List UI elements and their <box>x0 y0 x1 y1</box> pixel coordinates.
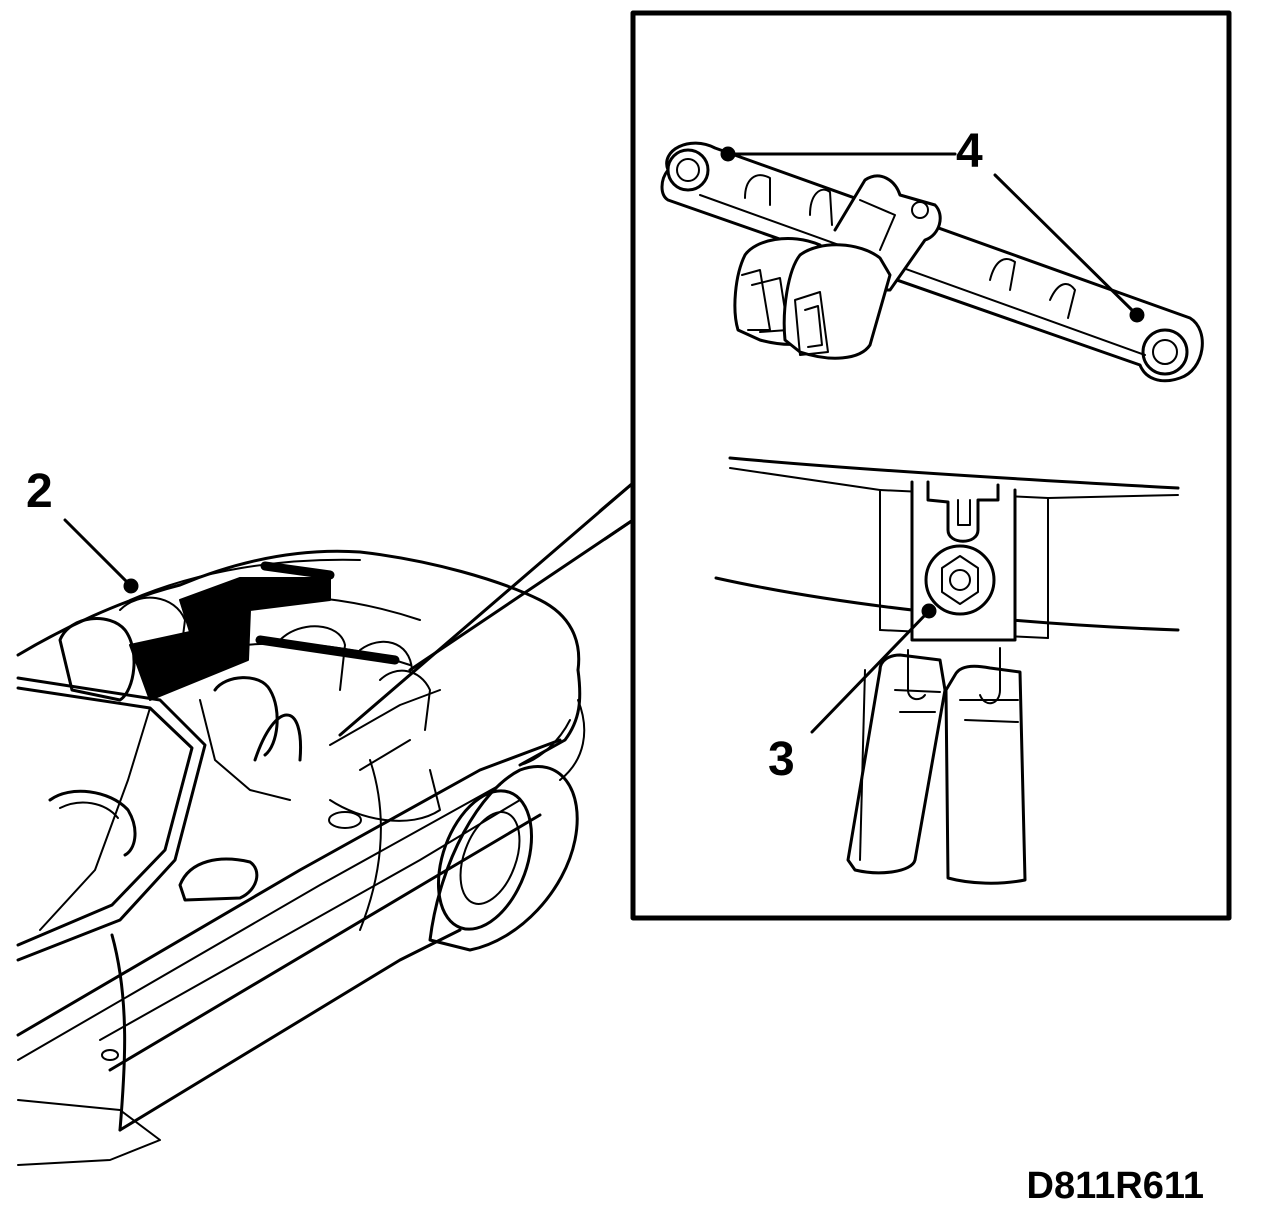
callout-2-leader <box>65 520 130 585</box>
fold-direction-arrow <box>130 566 395 700</box>
inset-pointer-line-lower <box>410 520 633 670</box>
buckle-bracket-drawing <box>662 143 1202 381</box>
callout-3-dot <box>923 605 935 617</box>
inset-pointer-line-upper <box>340 483 633 735</box>
callout-4-dot-left <box>722 148 734 160</box>
callout-2-dot <box>125 580 137 592</box>
callout-3-label: 3 <box>768 733 795 786</box>
callout-4-dot-right <box>1131 309 1143 321</box>
callout-3-leader <box>812 612 928 732</box>
convertible-car-drawing <box>18 551 584 1165</box>
callout-2-label: 2 <box>26 465 53 518</box>
mounting-nut-drawing <box>716 458 1178 883</box>
right-bolt <box>1143 330 1187 374</box>
detail-inset-frame <box>633 13 1229 918</box>
mounting-nut <box>926 546 994 614</box>
callout-4-label: 4 <box>956 125 983 178</box>
drawing-reference-code: D811R611 <box>1026 1165 1205 1207</box>
callout-4-leader-right <box>995 175 1137 315</box>
left-bolt <box>668 150 708 190</box>
